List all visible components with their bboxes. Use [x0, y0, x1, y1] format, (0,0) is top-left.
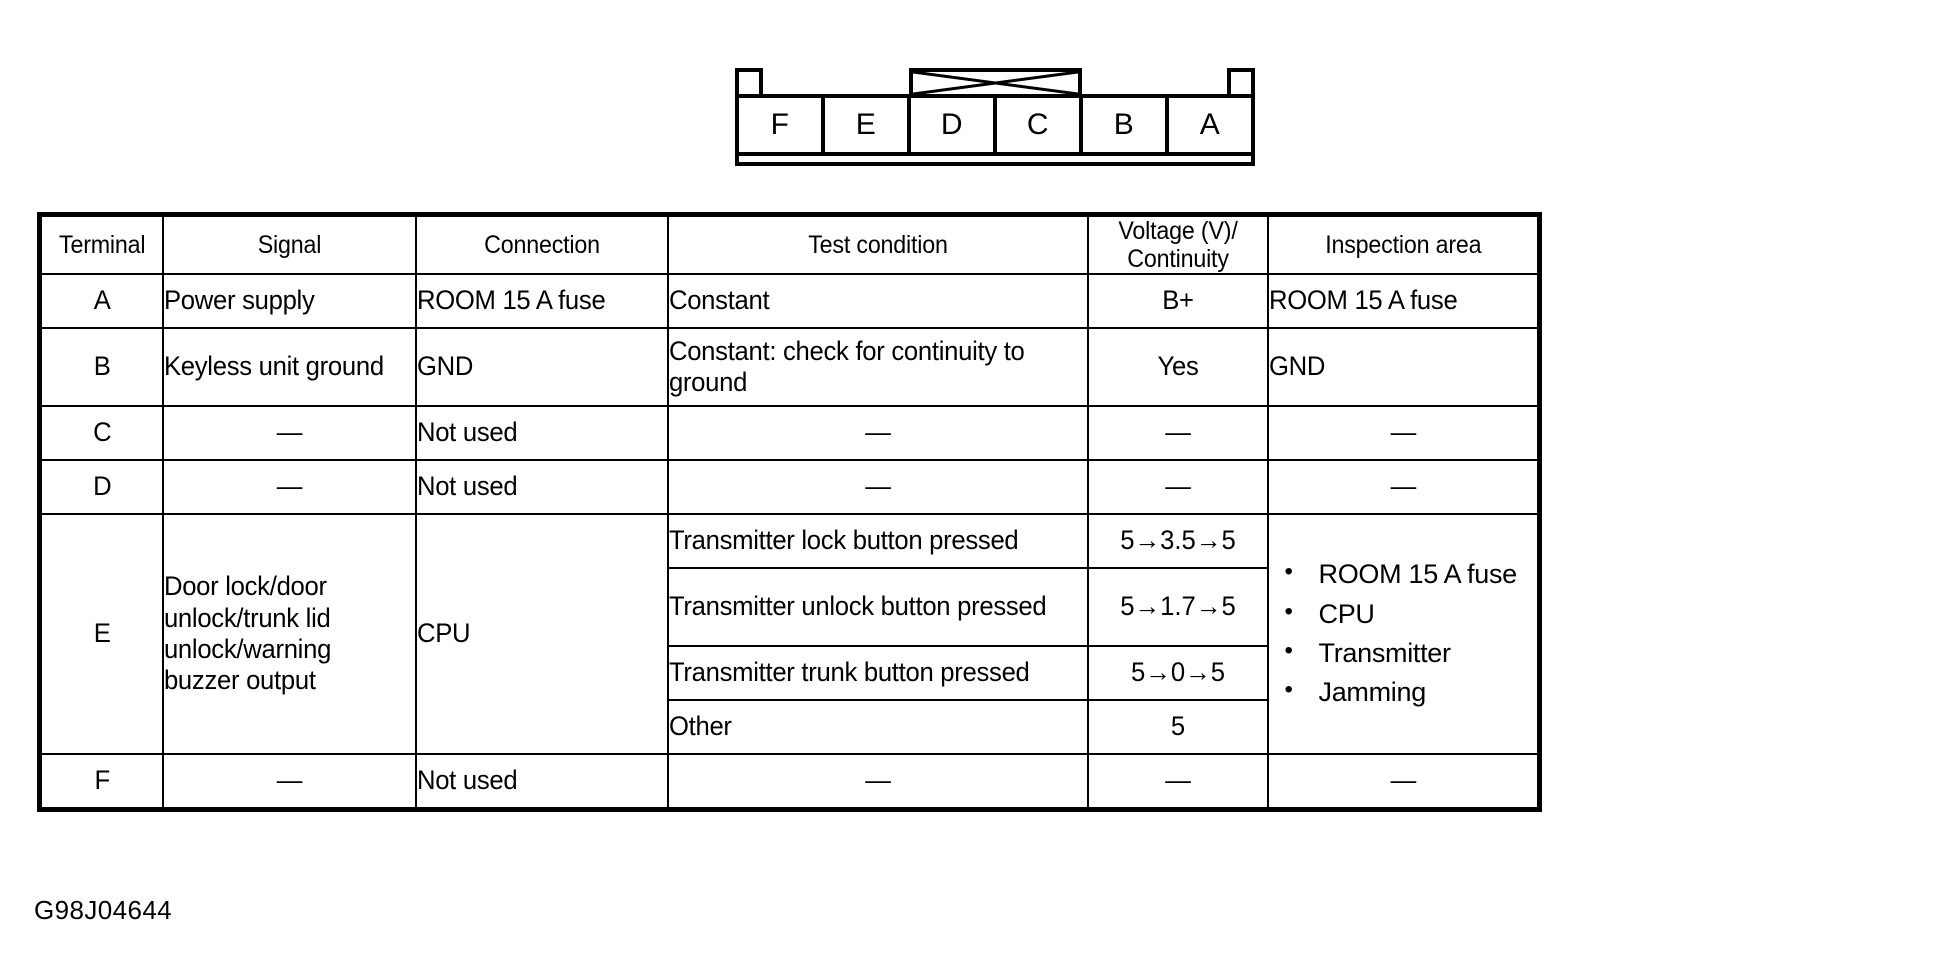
table-header-row: Terminal Signal Connection Test conditio…	[40, 213, 1540, 275]
cell-connection-d: Not used	[414, 459, 656, 515]
cell-test-d: —	[677, 459, 1078, 515]
header-terminal: Terminal	[42, 213, 160, 275]
table-row-a: A Power supply ROOM 15 A fuse Constant B…	[40, 273, 1540, 329]
right-notch-icon	[1227, 68, 1255, 94]
connector-pin-d: D	[911, 98, 997, 152]
cell-test-e-1: Transmitter lock button pressed	[666, 513, 1068, 569]
connector-pin-e: E	[825, 98, 911, 152]
cell-signal-e: Door lock/door unlock/trunk lid unlock/w…	[161, 513, 404, 755]
cell-voltage-a: B+	[1091, 273, 1264, 329]
connector-diagram: F E D C B A	[735, 68, 1255, 178]
cell-test-c: —	[677, 405, 1078, 461]
table-row-d: D — Not used — — —	[40, 459, 1540, 515]
cell-voltage-f: —	[1091, 753, 1264, 811]
header-connection: Connection	[423, 213, 660, 275]
cell-voltage-e-1: 5→3.5→5	[1091, 513, 1264, 569]
cell-signal-a: Power supply	[161, 273, 404, 329]
cell-test-e-4: Other	[666, 699, 1068, 755]
header-inspection-area: Inspection area	[1276, 213, 1531, 275]
cell-terminal-e: E	[41, 513, 161, 755]
cell-signal-c: —	[167, 405, 411, 461]
terminal-inspection-table: Terminal Signal Connection Test conditio…	[37, 212, 1542, 812]
connector-top-row	[735, 68, 1255, 94]
figure-caption: G98J04644	[34, 895, 173, 925]
x-cross-icon	[909, 68, 1082, 94]
table-row-c: C — Not used — — —	[40, 405, 1540, 461]
list-item: Jamming	[1285, 672, 1538, 712]
cell-inspection-f: —	[1273, 753, 1534, 811]
connector-pin-f: F	[739, 98, 825, 152]
connector-pin-row: F E D C B A	[735, 94, 1255, 156]
cell-connection-a: ROOM 15 A fuse	[414, 273, 656, 329]
cell-terminal-a: A	[41, 273, 161, 329]
cell-inspection-a: ROOM 15 A fuse	[1266, 273, 1527, 329]
cell-connection-e: CPU	[414, 513, 656, 755]
cell-voltage-d: —	[1091, 459, 1264, 515]
cell-test-e-2: Transmitter unlock button pressed	[666, 567, 1068, 647]
cell-inspection-c: —	[1273, 405, 1534, 461]
cell-signal-f: —	[167, 753, 411, 811]
cell-connection-c: Not used	[414, 405, 656, 461]
table-row-e-4: Other 5	[40, 699, 1540, 755]
cell-signal-b: Keyless unit ground	[161, 327, 404, 407]
list-item: CPU	[1285, 594, 1538, 634]
connector-pin-b: B	[1083, 98, 1169, 152]
list-item: Transmitter	[1285, 633, 1538, 673]
inspection-bullet-list: ROOM 15 A fuse CPU Transmitter Jamming	[1269, 554, 1538, 713]
list-item: ROOM 15 A fuse	[1285, 554, 1538, 594]
connector-bottom-rail	[735, 156, 1255, 166]
table-row-e-2: Transmitter unlock button pressed 5→1.7→…	[40, 567, 1540, 647]
table-row-b: B Keyless unit ground GND Constant: chec…	[40, 327, 1540, 407]
cell-terminal-d: D	[41, 459, 161, 515]
header-voltage-continuity: Voltage (V)/ Continuity	[1092, 213, 1263, 275]
cell-voltage-e-2: 5→1.7→5	[1091, 567, 1264, 647]
cell-terminal-b: B	[41, 327, 161, 407]
header-voltage-line2: Continuity	[1126, 245, 1229, 273]
cell-inspection-b: GND	[1266, 327, 1527, 407]
table-row-e-1: E Door lock/door unlock/trunk lid unlock…	[40, 513, 1541, 755]
cell-terminal-c: C	[41, 405, 161, 461]
connector-pin-a: A	[1199, 108, 1221, 141]
cell-test-a: Constant	[666, 273, 1068, 329]
header-test-condition: Test condition	[681, 213, 1074, 275]
table-row-f: F — Not used — — —	[40, 753, 1540, 811]
cell-inspection-d: —	[1273, 459, 1534, 515]
left-notch-icon	[735, 68, 763, 94]
cell-test-b: Constant: check for continuity to ground	[666, 327, 1068, 407]
cell-voltage-b: Yes	[1091, 327, 1264, 407]
connector-pin-c: C	[997, 98, 1083, 152]
cell-test-e-3: Transmitter trunk button pressed	[666, 645, 1068, 701]
cell-inspection-e: ROOM 15 A fuse CPU Transmitter Jamming	[1266, 513, 1541, 755]
cell-voltage-e-3: 5→0→5	[1091, 645, 1264, 701]
cell-terminal-f: F	[41, 753, 161, 811]
cell-connection-f: Not used	[414, 753, 656, 811]
header-voltage-line1: Voltage (V)/	[1117, 217, 1238, 245]
cell-voltage-e-4: 5	[1091, 699, 1264, 755]
table-row-e-3: Transmitter trunk button pressed 5→0→5	[40, 645, 1540, 701]
header-signal: Signal	[170, 213, 408, 275]
cell-voltage-c: —	[1091, 405, 1264, 461]
cell-signal-d: —	[167, 459, 411, 515]
cell-connection-b: GND	[414, 327, 656, 407]
cell-test-f: —	[677, 753, 1078, 811]
